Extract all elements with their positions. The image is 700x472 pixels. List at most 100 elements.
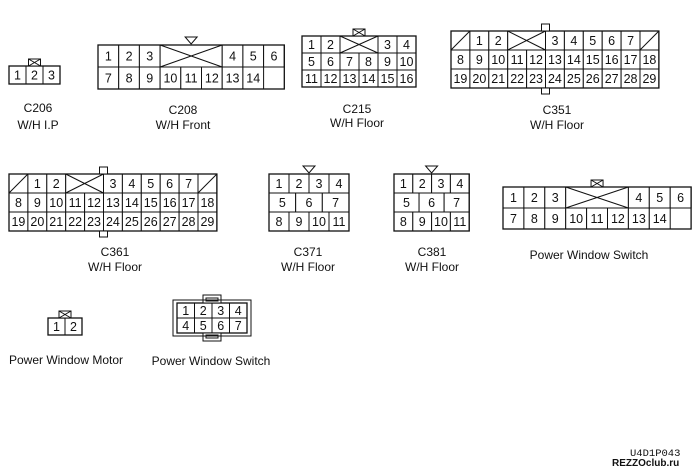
- pin-number: 4: [182, 319, 189, 333]
- pin-cell: 4: [221, 44, 244, 68]
- pin-cell: 10: [488, 49, 509, 70]
- pin-cell: 17: [620, 49, 641, 70]
- connector-name: C215: [343, 102, 372, 116]
- pin-cell: 12: [526, 49, 546, 70]
- pin-cell: 8: [118, 66, 140, 90]
- blank-cavity: [450, 30, 471, 51]
- latch-tab-top-icon: [541, 23, 550, 32]
- pin-cell: 5: [582, 30, 603, 51]
- latch-box-mark: [28, 58, 41, 67]
- pin-number: 6: [608, 34, 615, 48]
- blank-cavity: [507, 30, 547, 51]
- pin-number: 15: [144, 196, 158, 210]
- pin-number: 8: [531, 212, 538, 226]
- blank-mark: [450, 30, 471, 51]
- pin-number: 5: [589, 34, 596, 48]
- pin-cell: 7: [339, 52, 360, 71]
- pin-cell: 2: [488, 30, 509, 51]
- connector-location: W/H Floor: [330, 116, 384, 130]
- pin-cell: 6: [211, 317, 230, 334]
- pin-number: 24: [548, 72, 562, 86]
- pin-cell: 9: [412, 211, 433, 232]
- pin-number: 6: [428, 196, 435, 210]
- pin-cell: 1: [393, 173, 414, 194]
- pin-number: 18: [642, 53, 656, 67]
- pin-number: 3: [146, 50, 153, 64]
- pin-number: 5: [200, 319, 207, 333]
- pin-number: 9: [34, 196, 41, 210]
- pin-number: 2: [531, 191, 538, 205]
- pin-number: 1: [400, 177, 407, 191]
- blank-cavity: [159, 44, 223, 68]
- pin-number: 27: [605, 72, 619, 86]
- connector-name: C206: [24, 101, 53, 115]
- pin-cell: 1: [8, 65, 27, 85]
- pin-number: 4: [570, 34, 577, 48]
- pin-cell: 27: [601, 68, 622, 89]
- pin-cell: 7: [502, 207, 525, 230]
- blank-mark: [65, 173, 104, 194]
- pin-number: 26: [144, 215, 158, 229]
- pin-cell: 26: [582, 68, 603, 89]
- pin-cell: 10: [159, 66, 182, 90]
- pin-number: 14: [125, 196, 139, 210]
- pin-number: 3: [48, 69, 55, 83]
- connector-outline: [393, 173, 470, 232]
- pin-number: 10: [312, 215, 326, 229]
- pin-cell: 20: [469, 68, 490, 89]
- pin-number: 15: [586, 53, 600, 67]
- pin-cell: 19: [8, 211, 29, 232]
- pin-number: 27: [163, 215, 177, 229]
- pin-cell: 4: [449, 173, 470, 194]
- pin-cell: 2: [25, 65, 44, 85]
- pin-number: 23: [87, 215, 101, 229]
- pin-number: 16: [605, 53, 619, 67]
- pin-cell: 22: [65, 211, 86, 232]
- pin-cell: 28: [178, 211, 199, 232]
- pin-number: 12: [87, 196, 101, 210]
- pin-number: 7: [346, 55, 353, 69]
- pin-number: 14: [567, 53, 581, 67]
- latch-tab-bottom-icon: [99, 230, 108, 238]
- watermark: REZZOclub.ru: [612, 458, 679, 469]
- pin-number: 2: [419, 177, 426, 191]
- pin-number: 9: [476, 53, 483, 67]
- pin-cell: 5: [242, 44, 265, 68]
- pin-cell: 28: [620, 68, 641, 89]
- pin-number: 2: [495, 34, 502, 48]
- pin-number: 22: [510, 72, 524, 86]
- blank-cavity: [8, 173, 29, 194]
- pin-cell: 5: [301, 52, 322, 71]
- pin-number: 3: [109, 177, 116, 191]
- pin-cell: 10: [308, 211, 330, 232]
- pin-number: 19: [11, 215, 25, 229]
- connector-name: C351: [543, 103, 572, 117]
- pin-cell: 2: [118, 44, 140, 68]
- pin-number: 11: [511, 53, 524, 67]
- pin-number: 1: [14, 69, 21, 83]
- pin-number: 21: [491, 72, 505, 86]
- figure-code: U4D1P043: [630, 448, 680, 460]
- pin-number: 16: [163, 196, 177, 210]
- pin-cell: 3: [544, 186, 567, 209]
- pin-cell: 10: [396, 52, 417, 71]
- pin-number: 1: [276, 177, 283, 191]
- blank-cavity: [197, 173, 218, 194]
- pin-cell: 2: [46, 173, 67, 194]
- pin-number: 26: [586, 72, 600, 86]
- pin-number: 29: [200, 215, 214, 229]
- pin-number: 2: [53, 177, 60, 191]
- pin-number: 17: [624, 53, 638, 67]
- pin-cell: 2: [288, 173, 310, 194]
- connector-outline: [450, 30, 660, 89]
- pin-cell: 5: [140, 173, 161, 194]
- pin-cell: 4: [627, 186, 650, 209]
- pin-cell: 4: [176, 317, 195, 334]
- pin-number: 15: [381, 72, 395, 86]
- pin-cell: 11: [586, 207, 608, 230]
- pin-number: 7: [510, 212, 517, 226]
- pin-cell: 24: [545, 68, 565, 89]
- pin-number: 14: [653, 212, 667, 226]
